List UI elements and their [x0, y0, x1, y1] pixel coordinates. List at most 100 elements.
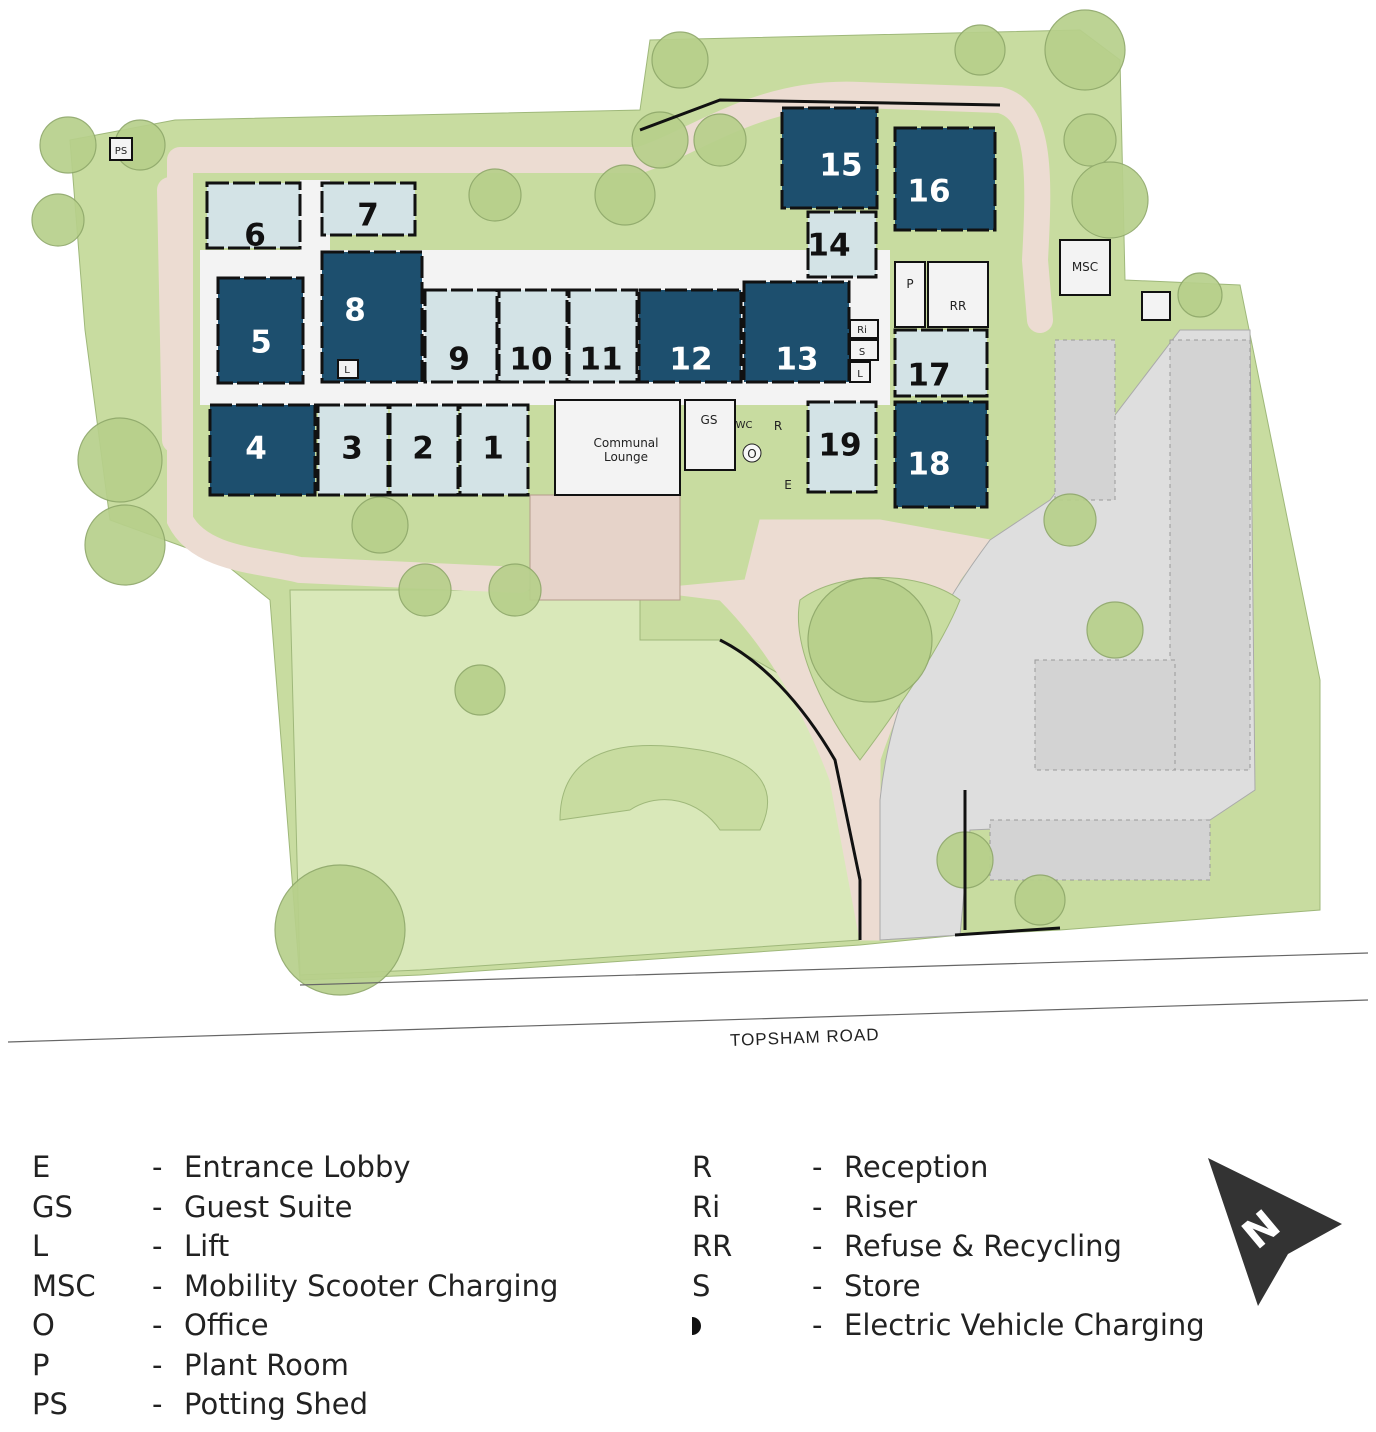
apartment-number-17: 17	[907, 358, 950, 394]
apartment-11	[567, 288, 639, 384]
apartment-15	[780, 106, 879, 210]
apartment-number-7: 7	[357, 198, 379, 234]
legend-row: R-Reception	[692, 1150, 1252, 1190]
road-edge-south	[7, 999, 1369, 1043]
north-arrow-icon: N	[1208, 1158, 1342, 1306]
communal-lounge-label-line1: Communal	[594, 436, 659, 450]
reception-label: R	[774, 419, 782, 433]
legend-abbreviation: MSC	[32, 1268, 96, 1303]
tree	[31, 193, 85, 247]
apartment-10	[497, 288, 569, 384]
legend-description: Lift	[184, 1229, 230, 1263]
legend-description: Guest Suite	[184, 1189, 353, 1224]
tree	[693, 113, 747, 167]
apartment-5	[216, 276, 305, 385]
riser-room	[849, 319, 879, 339]
legend-row: P-Plant Room	[32, 1348, 652, 1388]
tree	[488, 563, 542, 617]
refuse-recycling-label: RR	[950, 299, 967, 313]
tree	[274, 864, 406, 996]
lift-east	[849, 361, 871, 383]
apartment-7	[320, 181, 417, 237]
driveway	[879, 329, 1256, 941]
guest-suite-room	[684, 399, 736, 471]
apartment-number-5: 5	[250, 325, 272, 361]
legend-dash: -	[812, 1150, 823, 1184]
legend-row: S-Store	[692, 1269, 1252, 1309]
plant-room-label: P	[906, 277, 913, 291]
apartment-8	[320, 250, 424, 384]
apartment-13	[742, 280, 851, 384]
potting-shed-label: PS	[115, 146, 127, 157]
tree	[1063, 113, 1117, 167]
apartment-number-3: 3	[341, 431, 363, 467]
tree	[807, 577, 933, 703]
north-arrow-shape	[1208, 1158, 1342, 1306]
lift-west-label: L	[344, 365, 350, 376]
legend-description: Reception	[844, 1150, 989, 1184]
legend-dash: -	[152, 1189, 163, 1224]
legend-dash: -	[152, 1308, 163, 1342]
office-label: O	[747, 447, 756, 461]
legend-dash: -	[152, 1268, 163, 1303]
parking-bays-east	[1169, 339, 1251, 771]
apartment-number-1: 1	[482, 431, 504, 467]
tree	[1177, 272, 1223, 318]
ev-charging-icon	[692, 1308, 701, 1342]
tree	[594, 164, 656, 226]
apartment-number-15: 15	[819, 148, 862, 184]
apartment-17	[893, 328, 989, 398]
legend-row: Ri-Riser	[692, 1190, 1252, 1230]
legend-dash: -	[152, 1229, 163, 1263]
trees	[31, 9, 1223, 996]
garden-mound	[559, 744, 768, 831]
service-rooms: Communal Lounge GS WC R O E P RR Ri S L …	[109, 137, 1171, 496]
mobility-scooter-charging-room	[1059, 239, 1111, 296]
legend-description: Mobility Scooter Charging	[184, 1268, 559, 1303]
road-edge-north	[299, 952, 1369, 986]
legend-row: PS -Potting Shed	[32, 1387, 652, 1427]
tree	[651, 31, 709, 89]
parking-bays-centre	[1034, 659, 1176, 771]
legend-description: Potting Shed	[184, 1387, 369, 1421]
apartment-number-9: 9	[448, 342, 470, 378]
communal-lounge-room	[554, 399, 681, 496]
legend-dash: -	[812, 1189, 823, 1224]
apartment-number-11: 11	[579, 342, 622, 378]
road-label: TOPSHAM ROAD	[730, 1025, 880, 1050]
apartment-4	[208, 403, 317, 497]
apartment-16	[893, 126, 997, 232]
apartment-9	[423, 288, 499, 384]
apartment-number-19: 19	[818, 428, 861, 464]
tree	[1086, 601, 1144, 659]
legend-row: GS-Guest Suite	[32, 1190, 652, 1230]
legend-dash: -	[152, 1387, 163, 1421]
legend-description: Office	[184, 1308, 269, 1342]
legend-description: Entrance Lobby	[184, 1150, 411, 1184]
tree	[454, 664, 506, 716]
legend-dash: -	[152, 1150, 163, 1184]
tree	[77, 417, 163, 503]
boundary-wall	[639, 98, 1061, 940]
guest-suite-label: GS	[701, 413, 718, 427]
tree	[954, 24, 1006, 76]
tree	[84, 504, 166, 586]
legend-abbreviation: PS	[32, 1387, 68, 1421]
legend-row: MSC -Mobility Scooter Charging	[32, 1269, 652, 1309]
tree	[1014, 874, 1066, 926]
tree	[468, 168, 522, 222]
lift-east-label: L	[857, 369, 863, 380]
tree	[631, 111, 689, 169]
apartment-number-14: 14	[807, 228, 850, 264]
apartment-3	[316, 403, 390, 497]
terrace	[529, 494, 681, 601]
lift-west	[337, 359, 359, 379]
tree	[1043, 493, 1097, 547]
store-room	[849, 339, 879, 361]
legend-abbreviation: P	[32, 1347, 50, 1382]
apartment-number-6: 6	[244, 218, 266, 254]
apartment-14	[806, 210, 878, 279]
